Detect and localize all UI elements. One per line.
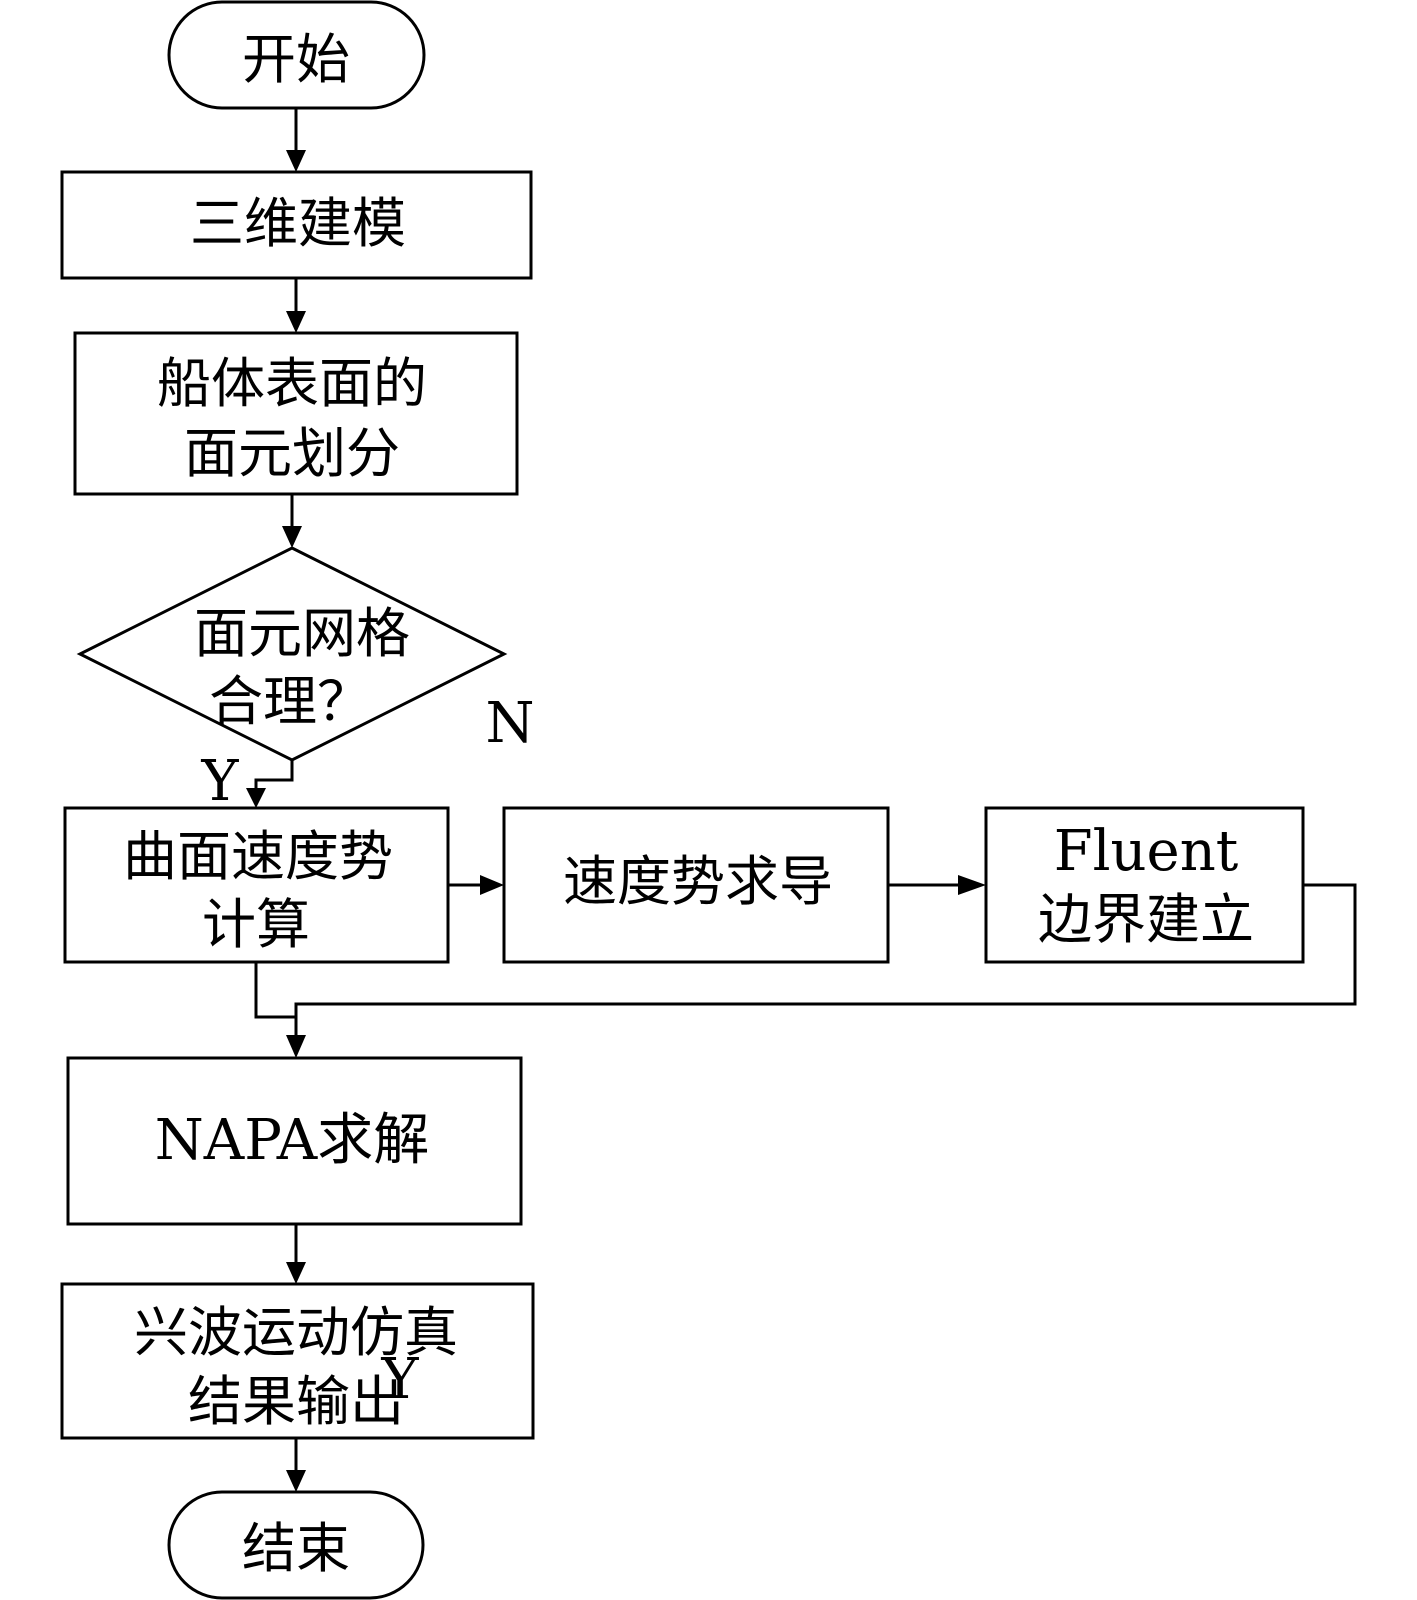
- potential-derivative-node: 速度势求导: [502, 806, 890, 964]
- arrowhead: [282, 526, 302, 548]
- connector-check-surface-potential: [254, 760, 294, 795]
- yes-overlap-label: Y: [381, 1347, 420, 1412]
- arrowhead: [958, 875, 986, 895]
- output-label-line-2: 结果输出: [188, 1370, 404, 1433]
- fluent-node: Fluent 边界建立: [984, 806, 1305, 964]
- arrowhead: [286, 150, 306, 172]
- yes-branch-label: Y: [201, 749, 240, 814]
- arrowhead: [286, 1470, 306, 1492]
- start-node: 开始: [167, 0, 426, 110]
- fluent-label-line-1: Fluent: [1054, 819, 1239, 884]
- potential-derivative-label: 速度势求导: [563, 850, 833, 913]
- arrowhead: [480, 875, 504, 895]
- napa-label: NAPA求解: [155, 1108, 429, 1173]
- check-decision: 面元网格 合理？: [76, 546, 508, 762]
- fluent-label-line-2: 边界建立: [1038, 888, 1254, 951]
- surface-potential-label-line-2: 计算: [202, 893, 310, 956]
- check-label-line-1: 面元网格: [194, 602, 410, 665]
- arrowhead: [246, 788, 266, 808]
- arrowhead: [286, 311, 306, 333]
- mesh-label-line-1: 船体表面的: [157, 352, 427, 415]
- napa-node: NAPA求解: [66, 1056, 523, 1226]
- surface-potential-node: 曲面速度势 计算: [63, 806, 450, 964]
- connector-surface-napa: [254, 962, 296, 1019]
- arrowhead: [286, 1035, 306, 1058]
- output-node: 兴波运动仿真 结果输出: [60, 1282, 535, 1440]
- modeling-label: 三维建模: [190, 192, 406, 255]
- mesh-node: 船体表面的 面元划分: [73, 331, 519, 496]
- end-label: 结束: [242, 1517, 350, 1580]
- mesh-label-line-2: 面元划分: [184, 422, 400, 485]
- no-branch-label: N: [486, 691, 535, 756]
- modeling-node: 三维建模: [60, 170, 533, 280]
- surface-potential-label-line-1: 曲面速度势: [123, 825, 393, 888]
- check-label-line-2: 合理？: [209, 670, 371, 733]
- arrowhead: [286, 1262, 306, 1284]
- start-label: 开始: [242, 28, 350, 91]
- output-label-line-1: 兴波运动仿真: [134, 1301, 458, 1364]
- end-node: 结束: [167, 1490, 425, 1600]
